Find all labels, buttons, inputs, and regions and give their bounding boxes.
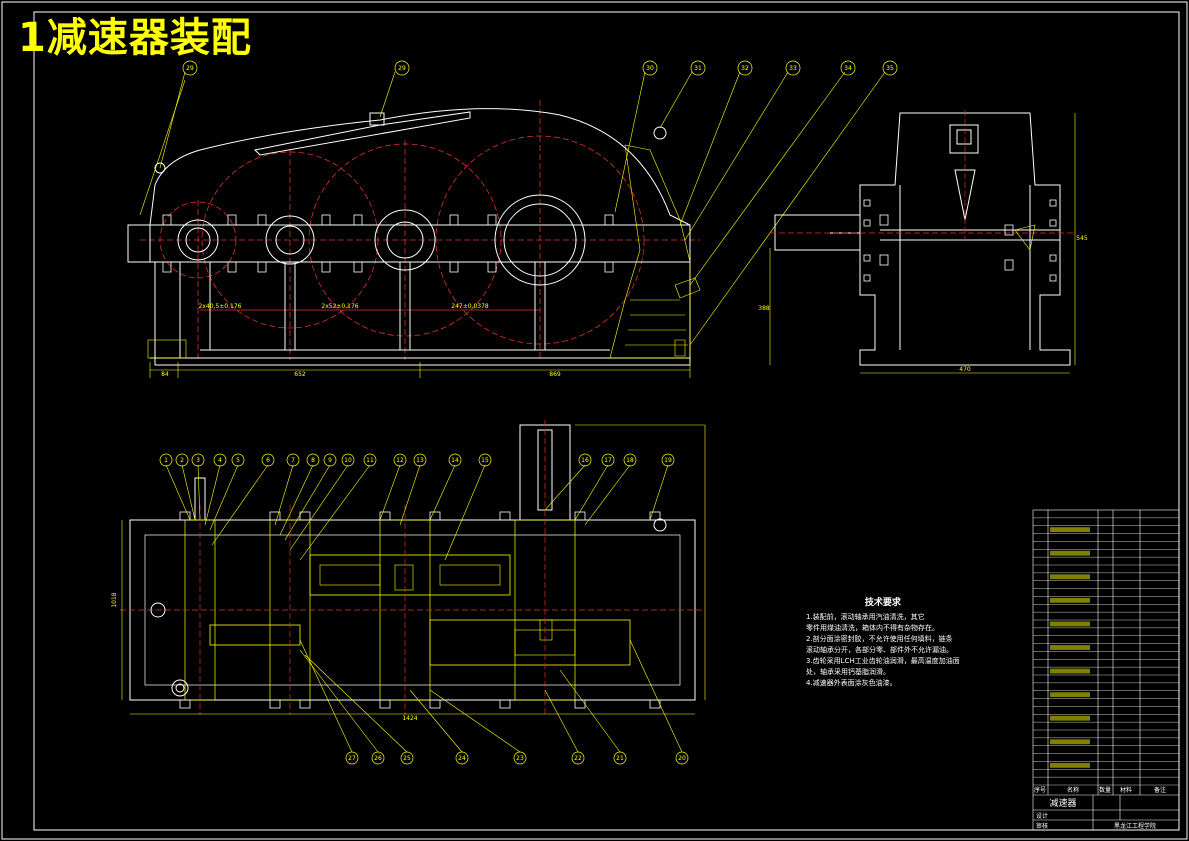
parts-row-marker bbox=[1050, 668, 1090, 674]
balloon-29a: 29 bbox=[186, 65, 194, 72]
parts-row-marker bbox=[1050, 692, 1090, 698]
tech-requirements: 技术要求 1.装配前，滚动轴承用汽油清洗，其它 零件用煤油清洗，箱体内不得有杂物… bbox=[806, 598, 960, 689]
plan-view bbox=[120, 420, 705, 715]
plan-balloon: 22 bbox=[574, 755, 582, 762]
balloon-32: 32 bbox=[741, 65, 749, 72]
plan-balloon: 16 bbox=[581, 457, 589, 464]
dim-652: 652 bbox=[294, 371, 306, 378]
balloon-34: 34 bbox=[844, 65, 852, 72]
drawing-title: 1减速器装配 bbox=[18, 15, 252, 61]
balloon-33: 33 bbox=[789, 65, 797, 72]
tech-item: 零件用煤油清洗，箱体内不得有杂物存在。 bbox=[806, 624, 939, 632]
plan-leaders bbox=[165, 464, 683, 753]
plan-balloon: 13 bbox=[416, 457, 424, 464]
parts-row-marker bbox=[1050, 715, 1090, 721]
side-dim-388: 388 bbox=[758, 305, 770, 312]
dim-center-3: 247±0.0378 bbox=[451, 303, 489, 310]
plan-balloon: 1 bbox=[164, 457, 168, 464]
parts-row-marker bbox=[1050, 574, 1090, 580]
side-view-dims bbox=[769, 113, 1076, 374]
plan-balloon: 8 bbox=[311, 457, 315, 464]
parts-row-marker bbox=[1050, 645, 1090, 650]
plan-balloon: 26 bbox=[374, 755, 382, 762]
plan-balloon: 3 bbox=[196, 457, 200, 464]
front-view bbox=[127, 71, 886, 378]
plan-balloon: 18 bbox=[626, 457, 634, 464]
plan-balloon: 27 bbox=[348, 755, 356, 762]
parts-list bbox=[1032, 509, 1180, 831]
header-name: 名称 bbox=[1067, 786, 1079, 794]
parts-list-rows bbox=[1033, 517, 1179, 786]
plan-dim-1018: 1018 bbox=[111, 592, 118, 607]
plan-balloon: 24 bbox=[458, 755, 466, 762]
plan-balloon: 14 bbox=[451, 457, 459, 464]
plan-balloon: 17 bbox=[604, 457, 612, 464]
inner-frame bbox=[33, 11, 1180, 831]
plan-balloon: 19 bbox=[664, 457, 672, 464]
side-dim-545: 545 bbox=[1076, 235, 1088, 242]
balloon-29b: 29 bbox=[398, 65, 406, 72]
plan-balloon: 21 bbox=[616, 755, 624, 762]
plan-balloon: 6 bbox=[266, 457, 270, 464]
plan-balloon: 9 bbox=[328, 457, 332, 464]
plan-balloon: 23 bbox=[516, 755, 524, 762]
sign-review: 审核 bbox=[1036, 822, 1048, 830]
plan-balloon: 2 bbox=[180, 457, 184, 464]
tech-item: 4.减速器外表面涂灰色油漆。 bbox=[806, 679, 897, 687]
plan-balloon: 12 bbox=[396, 457, 404, 464]
balloon-35: 35 bbox=[886, 65, 894, 72]
dim-84: 84 bbox=[161, 371, 169, 378]
header-no: 序号 bbox=[1034, 786, 1046, 794]
parts-row-marker bbox=[1050, 550, 1090, 556]
plan-balloon: 7 bbox=[291, 457, 295, 464]
parts-row-marker bbox=[1050, 621, 1090, 627]
title-block-school: 黑龙江工程学院 bbox=[1114, 822, 1156, 830]
tech-requirements-heading: 技术要求 bbox=[864, 598, 901, 608]
tech-item: 2.剖分面涂密封胶，不允许使用任何填料，链条 bbox=[806, 635, 953, 643]
plan-dim-1424: 1424 bbox=[402, 715, 417, 722]
header-qty: 数量 bbox=[1099, 786, 1111, 794]
plan-balloon: 11 bbox=[366, 457, 374, 464]
plan-balloon: 5 bbox=[236, 457, 240, 464]
plan-balloon: 20 bbox=[678, 755, 686, 762]
plan-balloon: 25 bbox=[403, 755, 411, 762]
plan-dims bbox=[121, 424, 706, 715]
sign-design: 设计 bbox=[1036, 812, 1048, 820]
tech-item: 滚动轴承分开，各部分零、部件外不允许漏油。 bbox=[806, 646, 953, 654]
side-view bbox=[770, 110, 1075, 366]
tech-item: 处，轴承采用钙基脂润滑。 bbox=[806, 668, 890, 676]
front-view-balloons bbox=[182, 60, 898, 76]
header-note: 备注 bbox=[1154, 786, 1166, 794]
balloon-30: 30 bbox=[646, 65, 654, 72]
dim-869: 869 bbox=[549, 371, 561, 378]
plan-balloons bbox=[159, 453, 689, 765]
balloon-31: 31 bbox=[694, 65, 702, 72]
parts-row-marker bbox=[1050, 739, 1090, 745]
tech-item: 1.装配前，滚动轴承用汽油清洗，其它 bbox=[806, 613, 925, 621]
header-material: 材料 bbox=[1120, 786, 1132, 794]
dim-center-2: 2x52±0.176 bbox=[321, 303, 358, 310]
plan-balloon: 4 bbox=[218, 457, 222, 464]
dim-center-1: 2x40,5±0.176 bbox=[199, 303, 242, 310]
title-block-name: 减速器 bbox=[1049, 797, 1076, 809]
parts-row-marker bbox=[1050, 527, 1090, 533]
parts-row-marker bbox=[1050, 762, 1090, 768]
tech-item: 3.齿轮采用LCH工业齿轮油润滑，最高温度加油面 bbox=[806, 657, 960, 665]
plan-balloon: 15 bbox=[481, 457, 489, 464]
side-dim-470: 470 bbox=[959, 366, 971, 373]
plan-balloon: 10 bbox=[344, 457, 352, 464]
parts-row-marker bbox=[1050, 597, 1090, 603]
